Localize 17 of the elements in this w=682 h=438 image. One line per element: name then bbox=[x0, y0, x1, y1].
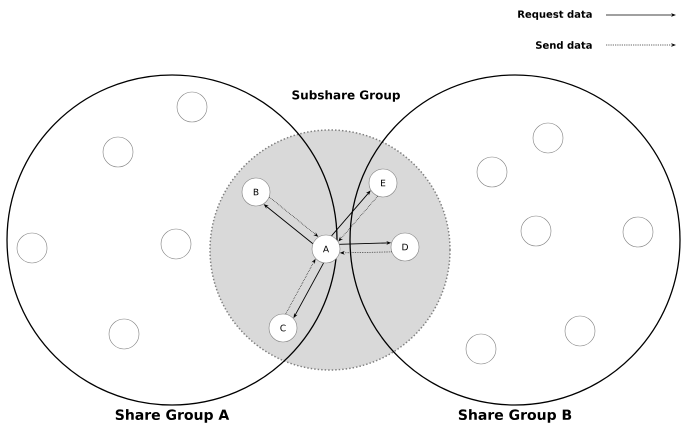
legend-text: Request data bbox=[518, 10, 592, 20]
member-circle bbox=[532, 122, 564, 154]
member-circle bbox=[466, 334, 496, 364]
member-circle bbox=[160, 228, 192, 260]
member-circle bbox=[520, 216, 552, 246]
group-title: Subshare Group bbox=[290, 89, 402, 103]
member-circle bbox=[108, 318, 140, 350]
member-circle bbox=[176, 92, 208, 122]
node-label: Share Group B bbox=[458, 409, 572, 423]
subgroup-circle bbox=[209, 129, 451, 371]
node-label: Share Group A bbox=[116, 409, 230, 423]
member-circle bbox=[622, 216, 654, 248]
member-circle bbox=[102, 136, 134, 168]
member-circle bbox=[16, 232, 48, 264]
legend-text: Send data bbox=[536, 41, 592, 49]
member-circle bbox=[476, 156, 508, 188]
member-circle bbox=[564, 316, 596, 346]
